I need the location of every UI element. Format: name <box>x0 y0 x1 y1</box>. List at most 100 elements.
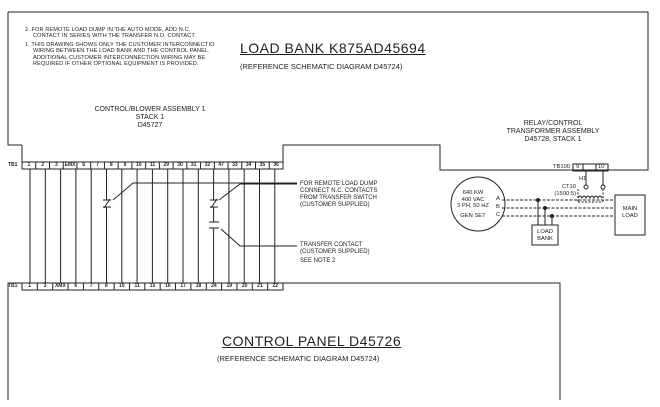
terminal-label: 10 <box>135 162 142 168</box>
label-line: BANK <box>537 235 553 242</box>
label-line: RELAY/CONTROL <box>523 120 583 127</box>
terminal-label: EMX <box>64 162 76 168</box>
gen-set-rating: 640 KW 400 VAC 3 PH, 50 HZ GEN SET <box>455 190 491 220</box>
terminal-label: XMX <box>54 283 66 289</box>
label-line: FOR REMOTE LOAD DUMP <box>300 181 378 187</box>
h1-label: H1 <box>579 176 587 182</box>
terminal-label: 11 <box>134 283 140 289</box>
terminal-label: 47 <box>218 162 224 168</box>
label-line: 400 VAC <box>461 196 485 203</box>
phase-a: A <box>496 196 500 202</box>
phase-b: B <box>496 204 500 210</box>
tb-label: TB1 <box>8 283 18 289</box>
tb100-label: TB100 <box>553 164 571 170</box>
terminal-label: 36 <box>273 162 279 168</box>
gen-set-label: GEN SET <box>460 212 486 219</box>
terminal-label: 7 <box>96 162 99 168</box>
label-line: LOAD <box>622 212 638 219</box>
terminal-label: 9 <box>123 162 127 168</box>
phase-c: C <box>496 212 501 218</box>
load-bank-title: LOAD BANK K875AD45694 <box>240 40 426 56</box>
note-line: ADDITIONAL CUSTOMER INTERCONNECTION WIRI… <box>33 54 206 61</box>
control-panel-title: CONTROL PANEL D45726 <box>222 333 402 349</box>
terminal-label: 31 <box>190 162 197 168</box>
note-line: WIRING BETWEEN THE LOAD BANK AND THE CON… <box>33 48 210 55</box>
transfer-annotation: TRANSFER CONTACT (CUSTOMER SUPPLIED) SEE… <box>300 242 370 265</box>
label-line: TRANSFER CONTACT <box>300 242 363 248</box>
terminal-label: 16 <box>165 283 171 289</box>
terminal-label: 3 <box>54 162 58 168</box>
label-line: D45727 <box>137 122 163 130</box>
main-load-box <box>614 194 646 236</box>
terminal-label: 22 <box>272 283 279 289</box>
label-line: (1500:5) <box>554 190 576 197</box>
load-bank-box <box>531 224 559 246</box>
terminal-label: 6 <box>74 283 78 289</box>
phase-lines <box>502 199 615 217</box>
terminal-label: 7 <box>89 283 93 289</box>
terminal-label: 1 <box>28 283 32 289</box>
label-line: CONNECT N.C. CONTACTS <box>300 187 378 194</box>
label-line: TRANSFORMER ASSEMBLY <box>506 128 600 136</box>
note-line: 2. FOR REMOTE LOAD DUMP IN THE AUTO MODE… <box>25 27 191 33</box>
note-2: 2. FOR REMOTE LOAD DUMP IN THE AUTO MODE… <box>25 27 196 40</box>
terminal-label: 35 <box>259 162 266 168</box>
terminal-label: 1 <box>27 162 31 168</box>
label-line: (CUSTOMER SUPPLIED) <box>300 248 370 255</box>
no-transfer-contact <box>209 221 219 229</box>
terminal-label: 2 <box>41 162 44 168</box>
tb100-terminal: 9 <box>576 164 580 170</box>
tb100-terminal-block <box>572 163 609 172</box>
terminal-label: 32 <box>204 162 211 168</box>
label-line: (CUSTOMER SUPPLIED) <box>300 201 370 208</box>
label-line: D45728, STACK 1 <box>524 136 582 144</box>
interconnect-wires <box>29 169 276 283</box>
terminal-label: 15 <box>149 283 156 289</box>
terminal-label: 33 <box>232 162 238 168</box>
ct-coil <box>577 195 603 200</box>
label-line: 3 PH, 50 HZ <box>457 203 489 210</box>
terminal-label: 34 <box>245 162 252 168</box>
control-panel-outline <box>7 282 561 400</box>
terminal-label: 8 <box>109 162 113 168</box>
terminal-label: 6 <box>82 162 86 168</box>
terminal-label: 8 <box>105 283 108 289</box>
nc-contact-remote-dump-1 <box>103 198 111 209</box>
terminal-label: 3 <box>43 283 47 289</box>
note-1: 1. THIS DRAWING SHOWS ONLY THE CUSTOMER … <box>25 42 215 68</box>
terminal-label: 17 <box>180 283 186 289</box>
note-line: REQUIRED IF OTHER OPTIONAL EQUIPMENT IS … <box>33 61 199 68</box>
gen-set-symbol <box>450 176 506 232</box>
terminal-label: 24 <box>211 283 217 289</box>
label-line: SEE NOTE 2 <box>300 257 336 264</box>
leader-transfer <box>220 228 297 247</box>
load-bank-reference: (REFERENCE SCHEMATIC DIAGRAM D45724) <box>240 62 403 71</box>
terminal-label: 10 <box>119 283 125 289</box>
label-line: 640 KW <box>462 190 484 196</box>
label-line: MAIN <box>622 206 638 212</box>
label-line: STACK 1 <box>135 114 165 122</box>
terminal-label: 18 <box>195 283 202 289</box>
remote-dump-annotation: FOR REMOTE LOAD DUMP CONNECT N.C. CONTAC… <box>300 181 377 209</box>
terminal-label: 11 <box>149 162 156 168</box>
terminal-label: 29 <box>163 162 169 168</box>
top-terminal-strip <box>21 161 284 170</box>
control-blower-label: CONTROL/BLOWER ASSEMBLY 1 STACK 1 D45727 <box>85 106 215 130</box>
label-line: CT10 <box>561 184 576 190</box>
terminal-label: 30 <box>177 162 183 168</box>
terminal-label: 21 <box>257 283 263 289</box>
terminal-label: 20 <box>241 283 248 289</box>
tb100-terminal: 10 <box>598 164 605 170</box>
tb-label: TB1 <box>8 162 18 168</box>
ct-label: CT10(1500:5) <box>540 184 576 197</box>
relay-label: RELAY/CONTROL TRANSFORMER ASSEMBLY D4572… <box>488 120 618 144</box>
note-line: CONTACT IN SERIES WITH THE TRANSFER N.O.… <box>33 33 196 40</box>
note-line: 1. THIS DRAWING SHOWS ONLY THE CUSTOMER … <box>25 42 215 48</box>
terminal-label: 19 <box>226 283 233 289</box>
label-line: LOAD <box>537 229 553 235</box>
relay-box-outline <box>439 145 612 171</box>
label-line: FROM TRANSFER SWITCH <box>300 194 377 201</box>
